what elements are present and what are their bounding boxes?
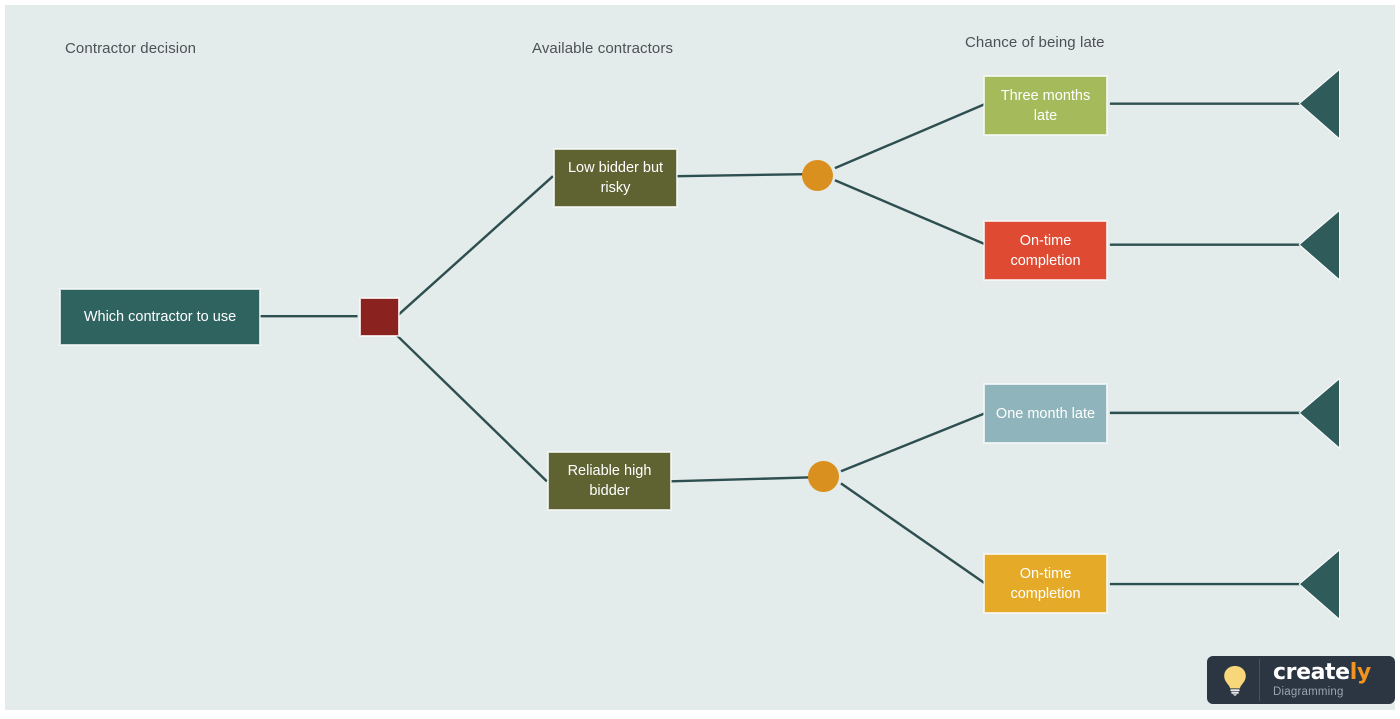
chance-node-top-circle[interactable] (802, 160, 833, 191)
node-label-low-bidder: Low bidder but risky (567, 160, 664, 196)
edge-decision-to-reliable-bidder (395, 334, 548, 483)
edge-chance-bottom-to-ontime-bottom (840, 482, 987, 586)
edge-chance-top-to-three-months-late (834, 102, 987, 170)
chance-node-bottom-circle[interactable] (808, 461, 839, 492)
node-label-three-months-late: Three months late (1000, 87, 1091, 124)
node-label-reliable-bidder: Reliable high bidder (567, 463, 652, 499)
creately-tagline: Diagramming (1273, 685, 1344, 698)
edge-low-bidder-to-chance-top (676, 172, 806, 178)
lightbulb-icon (1210, 659, 1260, 701)
node-label-root: Which contractor to use (83, 309, 237, 325)
node-which-contractor-to-use[interactable]: Which contractor to use (60, 289, 260, 345)
column-label-chance-of-being-late: Chance of being late (965, 34, 1105, 51)
node-on-time-completion-bottom[interactable]: On-time completion (984, 554, 1107, 613)
column-label-contractor-decision: Contractor decision (65, 40, 197, 57)
edge-reliable-bidder-to-chance-bottom (670, 476, 812, 483)
node-label-ontime-top: On-time completion (1010, 232, 1081, 269)
column-label-available-contractors: Available contractors (532, 40, 674, 57)
endpoint-triangle-one-month-late (1298, 377, 1341, 450)
node-low-bidder-but-risky[interactable]: Low bidder but risky (554, 149, 677, 207)
endpoint-triangle-three-months-late (1298, 68, 1341, 141)
creately-text-block: creately Diagramming (1260, 659, 1392, 699)
node-three-months-late[interactable]: Three months late (984, 76, 1107, 135)
endpoint-triangle-ontime-bottom (1298, 548, 1341, 621)
connector-layer (256, 68, 1341, 621)
creately-watermark[interactable]: creately Diagramming (1207, 656, 1395, 704)
edge-chance-bottom-to-one-month-late (840, 411, 987, 473)
endpoint-triangle-ontime-top (1298, 209, 1341, 282)
edge-chance-top-to-ontime-top (834, 179, 987, 246)
creately-wordmark: creately (1273, 659, 1392, 685)
node-label-one-month-late: One month late (995, 405, 1096, 422)
node-label-ontime-bottom: On-time completion (1010, 565, 1081, 602)
decision-node-square[interactable] (360, 298, 399, 336)
node-on-time-completion-top[interactable]: On-time completion (984, 221, 1107, 280)
node-one-month-late[interactable]: One month late (984, 384, 1107, 443)
diagram-canvas: Contractor decision Available contractor… (5, 5, 1395, 710)
creately-brand-main: create (1273, 659, 1350, 685)
edge-decision-to-low-bidder (395, 175, 554, 318)
node-reliable-high-bidder[interactable]: Reliable high bidder (548, 452, 671, 510)
creately-brand-accent: ly (1349, 659, 1371, 685)
